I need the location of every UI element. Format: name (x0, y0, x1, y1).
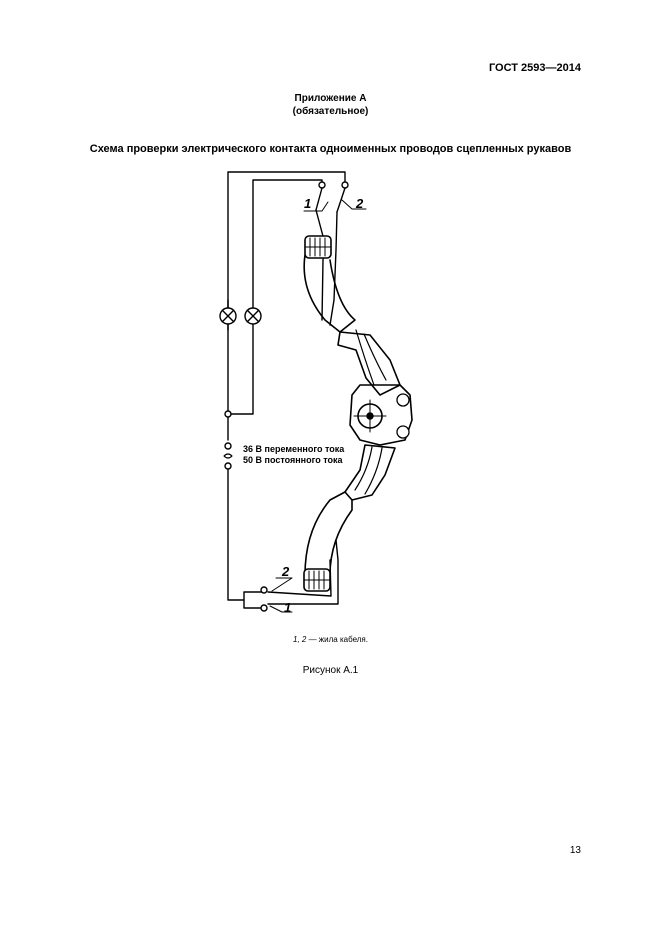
inner-wire (227, 179, 323, 415)
figure-legend: 1, 2 — жила кабеля. (0, 635, 661, 644)
appendix-heading: Приложение А (обязательное) (0, 92, 661, 118)
lower-hose (304, 491, 353, 576)
upper-hose (303, 254, 356, 333)
page-number: 13 (569, 845, 581, 856)
label-1-bottom: 1 (284, 600, 292, 615)
supply-terminal (224, 462, 232, 470)
top-terminal-1 (318, 181, 326, 189)
outer-wire (227, 171, 346, 441)
bottom-terminal-2 (260, 586, 268, 594)
supply-terminal (224, 442, 232, 450)
figure-caption: Рисунок А.1 (302, 665, 359, 676)
coupling-head (349, 384, 413, 446)
appendix-status: (обязательное) (292, 106, 369, 117)
voltage-labels: 36 В переменного тока 50 В постоянного т… (243, 444, 344, 466)
appendix-title: Приложение А (294, 93, 367, 104)
label-2-top: 2 (356, 196, 364, 211)
voltage-ac: 36 В переменного тока (243, 444, 345, 454)
label-1-top: 1 (304, 196, 312, 211)
label-2-bottom: 2 (282, 564, 290, 579)
lower-coupling (344, 444, 396, 501)
junction-terminal (224, 410, 232, 418)
top-terminal-2 (341, 181, 349, 189)
legend-marks: 1, 2 (293, 635, 307, 644)
upper-coupling (337, 331, 401, 396)
scheme-title: Схема проверки электрического контакта о… (89, 143, 572, 155)
voltage-dc: 50 В постоянного тока (243, 455, 343, 465)
standard-number: ГОСТ 2593—2014 (488, 62, 581, 74)
legend-text: — жила кабеля. (306, 635, 368, 644)
bottom-terminal-1 (260, 604, 268, 612)
outer-wire-lower (227, 467, 245, 601)
